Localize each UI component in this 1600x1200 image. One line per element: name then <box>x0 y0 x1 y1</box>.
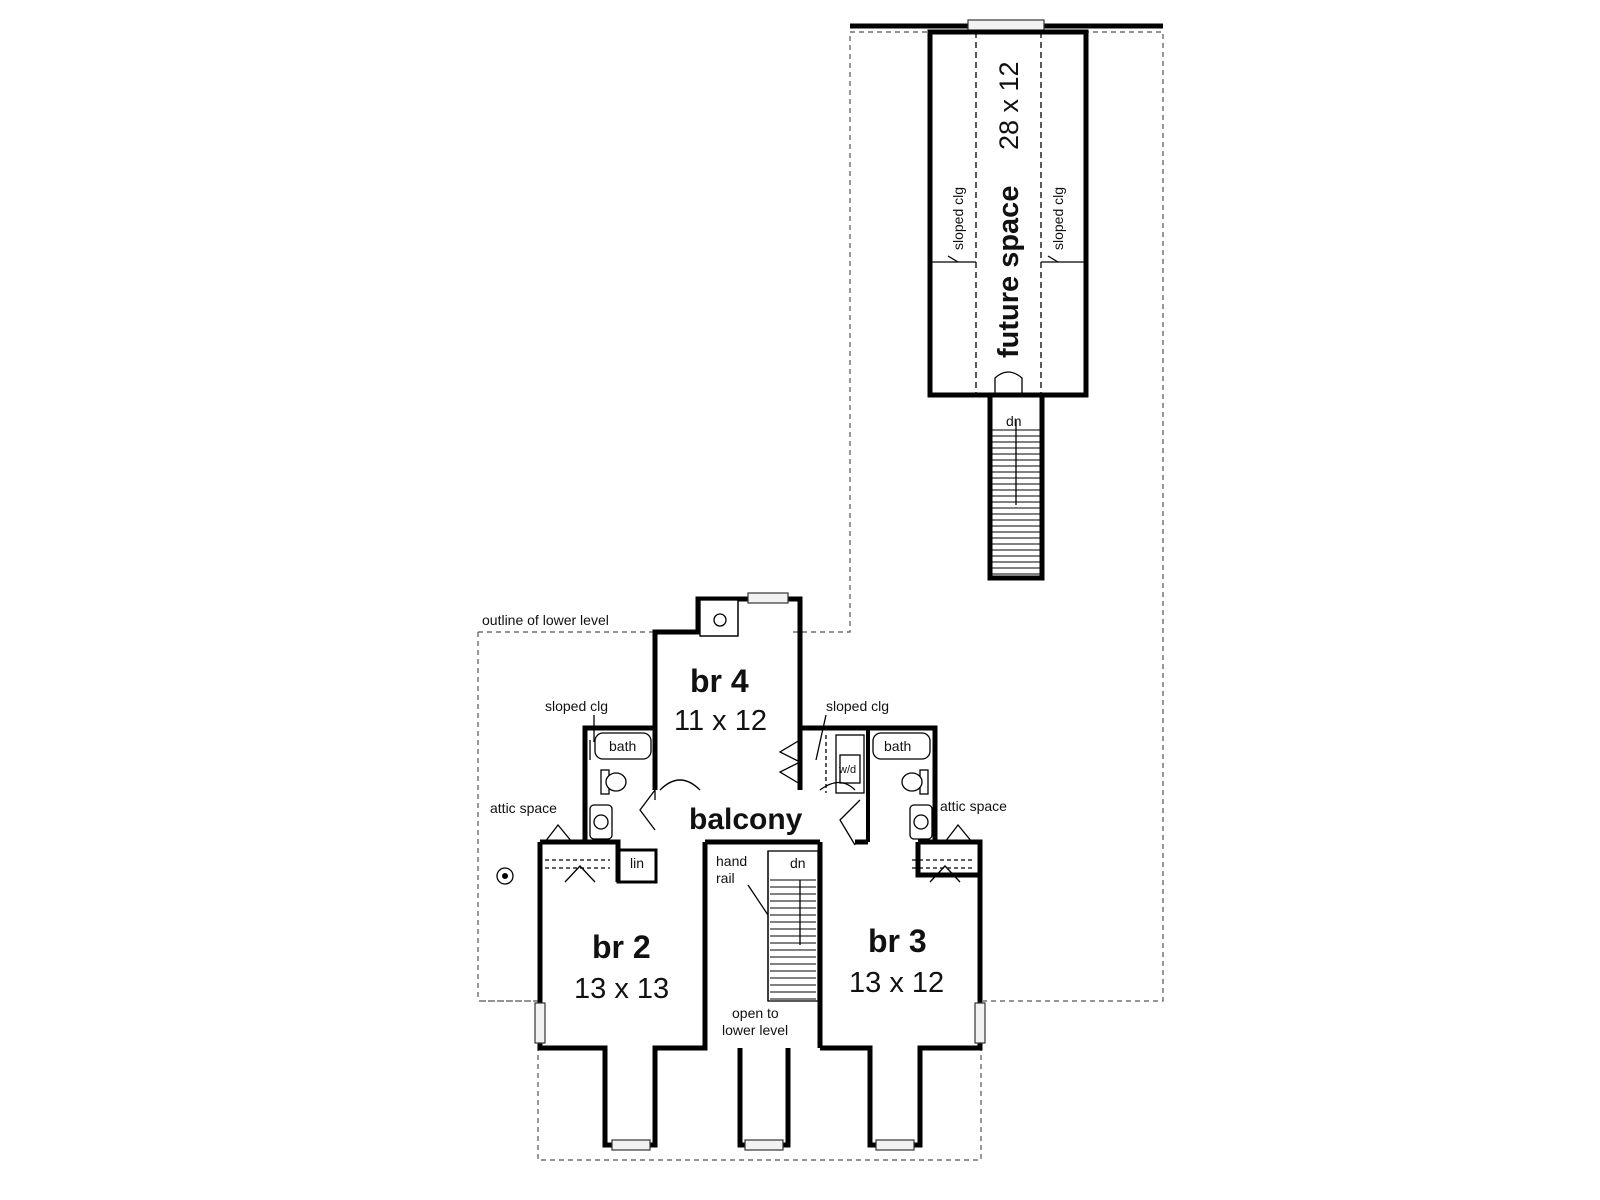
sloped-clg-right-leader <box>815 714 827 761</box>
left-sink-basin <box>593 814 609 830</box>
sloped-clg-left: sloped clg <box>545 698 608 714</box>
center-porch-walls <box>737 1048 791 1148</box>
center-front-window <box>744 1139 784 1151</box>
br2-closet <box>545 859 610 869</box>
br3-window <box>974 1002 986 1044</box>
dn-upper: dn <box>1006 413 1022 429</box>
br2-name: br 2 <box>592 929 651 965</box>
attic-door-left <box>544 823 573 843</box>
left-toilet-bowl <box>605 772 627 792</box>
balcony-door-right <box>839 799 861 846</box>
open-to-line2: lower level <box>722 1022 788 1038</box>
br2-door <box>564 865 596 883</box>
br3-name: br 3 <box>868 923 927 959</box>
sloped-clg-right: sloped clg <box>826 698 889 714</box>
hand-rail-leader <box>747 884 769 916</box>
hand-rail-line1: hand <box>716 853 747 869</box>
br4-door <box>659 779 701 791</box>
outline-label: outline of lower level <box>482 612 609 628</box>
balcony-door-left <box>639 789 656 831</box>
br4-walls <box>652 596 803 790</box>
br3-front-window <box>875 1139 915 1151</box>
attic-space-left: attic space <box>490 800 557 816</box>
br4-name: br 4 <box>690 663 749 699</box>
hose-bib-center <box>502 873 508 879</box>
lower-stair <box>767 850 819 1002</box>
attic-door-right <box>944 823 973 843</box>
sloped-leader-left <box>947 255 959 263</box>
br4-closet-fixture <box>713 613 727 627</box>
attic-space-right: attic space <box>940 798 1007 814</box>
hand-rail-line2: rail <box>716 870 735 886</box>
br4-window <box>747 592 789 604</box>
future-space-dims: 28 x 12 <box>994 61 1024 150</box>
sloped-clg-upper-left: sloped clg <box>950 187 966 250</box>
br4-closet-door <box>778 739 802 785</box>
hall-door <box>819 781 856 791</box>
br2-front-window <box>611 1139 651 1151</box>
bath-right-label: bath <box>884 738 911 754</box>
br3-walls <box>820 839 983 1148</box>
br3-door <box>929 865 961 883</box>
wd-unit <box>839 754 861 784</box>
wd-label: w/d <box>838 764 856 776</box>
linen-label: lin <box>630 855 644 871</box>
open-to-line1: open to <box>732 1005 779 1021</box>
br2-window <box>534 1002 546 1044</box>
sloped-leader-right <box>1047 255 1059 263</box>
future-space-label: future space <box>993 186 1025 358</box>
dn-lower: dn <box>790 855 806 871</box>
left-bathtub <box>594 732 652 760</box>
right-toilet-bowl <box>901 772 923 792</box>
sloped-clg-upper-right: sloped clg <box>1050 187 1066 250</box>
bath-left-label: bath <box>609 738 636 754</box>
br4-dims: 11 x 12 <box>674 705 767 737</box>
lower-stair-treads <box>770 879 816 1000</box>
balcony-label: balcony <box>689 803 803 836</box>
porch-outline <box>537 1001 982 1161</box>
right-sink-basin <box>913 814 929 830</box>
stair-well-walls <box>702 842 823 1048</box>
future-space-door <box>994 371 1023 395</box>
right-bathtub <box>872 732 931 760</box>
br3-dims: 13 x 12 <box>849 967 944 999</box>
upper-stair <box>987 392 1045 581</box>
br2-dims: 13 x 13 <box>574 973 669 1005</box>
